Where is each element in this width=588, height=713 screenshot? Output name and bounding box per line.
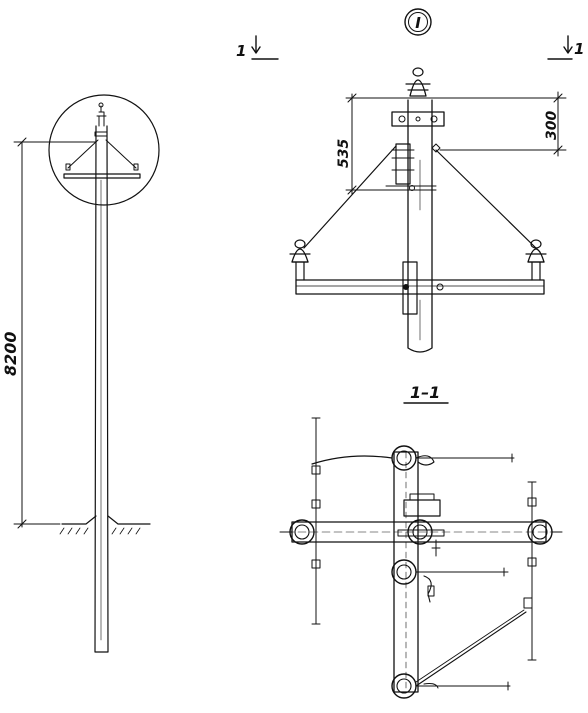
brace-left: [303, 145, 397, 249]
top-insulator: [409, 79, 427, 97]
crossarm-bolt: [403, 284, 409, 290]
top-clamp: [391, 111, 445, 127]
ring-center: [407, 519, 433, 545]
insulator-left: [289, 239, 311, 281]
pole-band: [385, 185, 437, 191]
height-label: 8200: [1, 331, 20, 376]
wire-top-left: [311, 455, 393, 465]
section-title: 1–1: [410, 383, 440, 402]
detail-i-view: I 1 1: [236, 8, 584, 353]
brace-bracket: [395, 143, 411, 185]
section-mark-right: 1: [574, 40, 584, 58]
overall-crossarm: [63, 173, 141, 179]
detail-circle: [48, 94, 160, 206]
crossarm-bracket: [402, 261, 418, 315]
pole-shaft: [94, 125, 109, 653]
insulator-right: [525, 239, 547, 281]
section-1-1-view: 1–1: [279, 383, 563, 699]
section-arrow-right: [547, 35, 573, 60]
detail-marker-label: I: [415, 14, 421, 32]
dim-535-label: 535: [336, 139, 352, 168]
ring-bottom: [391, 673, 417, 699]
wire-diagonal-lower: [415, 611, 527, 687]
ground-line: [61, 515, 151, 525]
detail-pole: [407, 99, 433, 353]
overall-pole-view: 8200: [1, 94, 160, 653]
ring-top: [391, 445, 417, 471]
section-arrow-left: [251, 35, 279, 60]
section-bracket: [403, 499, 441, 517]
brace-right: [435, 149, 541, 253]
dim-300-label: 300: [544, 111, 560, 140]
ring-lower: [391, 559, 417, 585]
detail-crossarm: [295, 279, 545, 295]
section-mark-left: 1: [236, 42, 246, 60]
detail-marker-circle: [404, 8, 432, 36]
